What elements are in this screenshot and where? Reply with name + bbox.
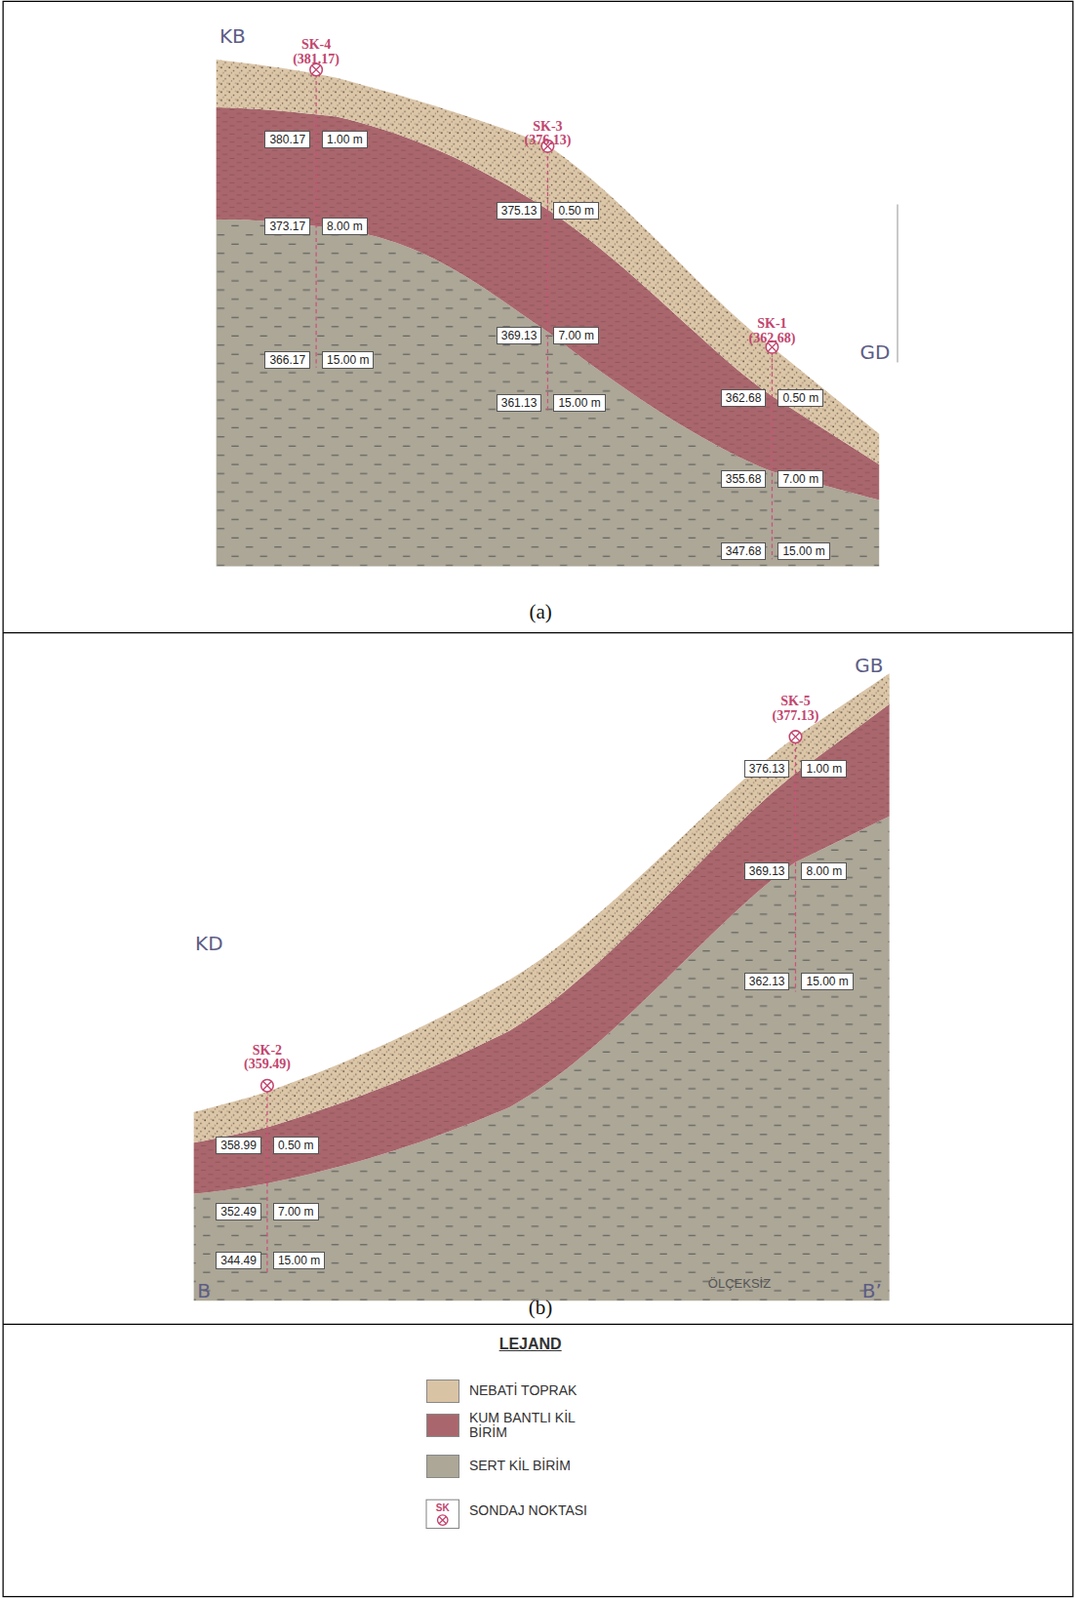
depth-text: 15.00 m [805, 974, 848, 989]
depth-box: 366.17 [264, 351, 311, 369]
section-a [216, 59, 898, 567]
depth-box: 362.13 [744, 972, 791, 991]
borehole-label: (376.13) [524, 132, 572, 149]
borehole-label: (359.49) [243, 1056, 291, 1073]
depth-text: 344.49 [220, 1253, 257, 1268]
section-label: GD [860, 340, 891, 364]
depth-text: 15.00 m [278, 1253, 320, 1268]
depth-text: 15.00 m [557, 396, 600, 410]
section-label: KB [219, 24, 246, 48]
depth-text: 362.68 [725, 391, 762, 405]
legend-text: NEBATİ TOPRAK [469, 1383, 616, 1398]
depth-box: 0.50 m [273, 1136, 319, 1155]
depth-text: 1.00 m [805, 761, 842, 776]
section-label: (b) [528, 1295, 554, 1320]
depth-text: 347.68 [725, 544, 762, 558]
depth-text: 373.17 [269, 219, 306, 234]
depth-text: 380.17 [269, 132, 306, 147]
depth-box: 352.49 [215, 1202, 262, 1221]
depth-box: 1.00 m [800, 759, 847, 778]
depth-box: 8.00 m [800, 862, 847, 880]
borehole-label: (362.68) [749, 330, 797, 347]
section-label: B’ [862, 1278, 882, 1303]
depth-box: 369.13 [744, 862, 791, 880]
depth-text: 369.13 [501, 328, 538, 343]
depth-text: 366.17 [269, 353, 306, 367]
depth-text: 352.49 [220, 1204, 257, 1219]
section-label: (a) [528, 599, 552, 625]
borehole-label: SK-2 [252, 1042, 282, 1059]
depth-box: 358.99 [215, 1136, 262, 1155]
depth-box: 7.00 m [273, 1202, 319, 1221]
depth-box: 15.00 m [321, 351, 374, 369]
depth-box: 15.00 m [800, 972, 853, 991]
depth-box: 15.00 m [777, 542, 830, 560]
legend-text: SERT KİL BİRİM [469, 1458, 616, 1474]
section-label: ÖLÇEKSİZ [708, 1275, 771, 1291]
depth-box: 15.00 m [273, 1251, 325, 1270]
depth-box: 0.50 m [777, 389, 824, 407]
borehole-label: (381.17) [292, 51, 340, 68]
section-label: SK [436, 1502, 450, 1514]
depth-box: 0.50 m [553, 201, 599, 220]
section-b [194, 673, 890, 1301]
depth-box: 373.17 [264, 217, 311, 236]
depth-box: 369.13 [496, 326, 543, 345]
section-label: GB [854, 653, 883, 678]
depth-text: 0.50 m [782, 391, 819, 405]
depth-text: 15.00 m [782, 544, 825, 558]
legend-text: SONDAJ NOKTASI [469, 1503, 616, 1518]
depth-text: 7.00 m [278, 1204, 315, 1219]
section-label: B [197, 1278, 211, 1303]
depth-box: 7.00 m [553, 326, 599, 345]
depth-text: 0.50 m [278, 1138, 315, 1153]
borehole-label: (377.13) [772, 708, 820, 724]
depth-text: 362.13 [749, 974, 786, 989]
depth-box: 362.68 [720, 389, 767, 407]
depth-text: 7.00 m [782, 472, 819, 486]
depth-text: 1.00 m [326, 132, 363, 147]
borehole-label: SK-3 [532, 119, 562, 135]
borehole-label: SK-5 [780, 693, 810, 710]
depth-text: 0.50 m [557, 203, 595, 218]
depth-text: 8.00 m [805, 864, 842, 878]
legend-swatch [426, 1379, 460, 1403]
depth-box: 376.13 [744, 759, 791, 778]
depth-box: 347.68 [720, 542, 767, 560]
depth-text: 355.68 [725, 472, 762, 486]
section-label: KD [195, 931, 224, 956]
depth-box: 380.17 [264, 130, 311, 149]
depth-box: 1.00 m [321, 130, 368, 149]
borehole-label: SK-4 [301, 37, 331, 53]
depth-box: 7.00 m [777, 470, 824, 488]
legend-text: KUM BANTLI KİL BİRİM [469, 1410, 616, 1440]
depth-text: 369.13 [749, 864, 786, 878]
legend-symbol [426, 1499, 459, 1528]
depth-box: 355.68 [720, 470, 767, 488]
depth-text: 361.13 [501, 396, 538, 410]
depth-box: 8.00 m [321, 217, 368, 236]
depth-text: 7.00 m [557, 328, 595, 343]
depth-box: 375.13 [496, 201, 543, 220]
legend-swatch [426, 1454, 460, 1478]
section-label: LEJAND [499, 1335, 562, 1354]
legend-swatch [426, 1413, 460, 1437]
depth-text: 358.99 [220, 1138, 257, 1153]
depth-text: 376.13 [749, 761, 786, 776]
depth-text: 15.00 m [326, 353, 369, 367]
borehole-label: SK-1 [757, 316, 787, 332]
depth-box: 344.49 [215, 1251, 262, 1270]
depth-box: 361.13 [496, 394, 543, 412]
depth-text: 8.00 m [326, 219, 363, 234]
depth-box: 15.00 m [553, 394, 605, 412]
depth-text: 375.13 [501, 203, 538, 218]
